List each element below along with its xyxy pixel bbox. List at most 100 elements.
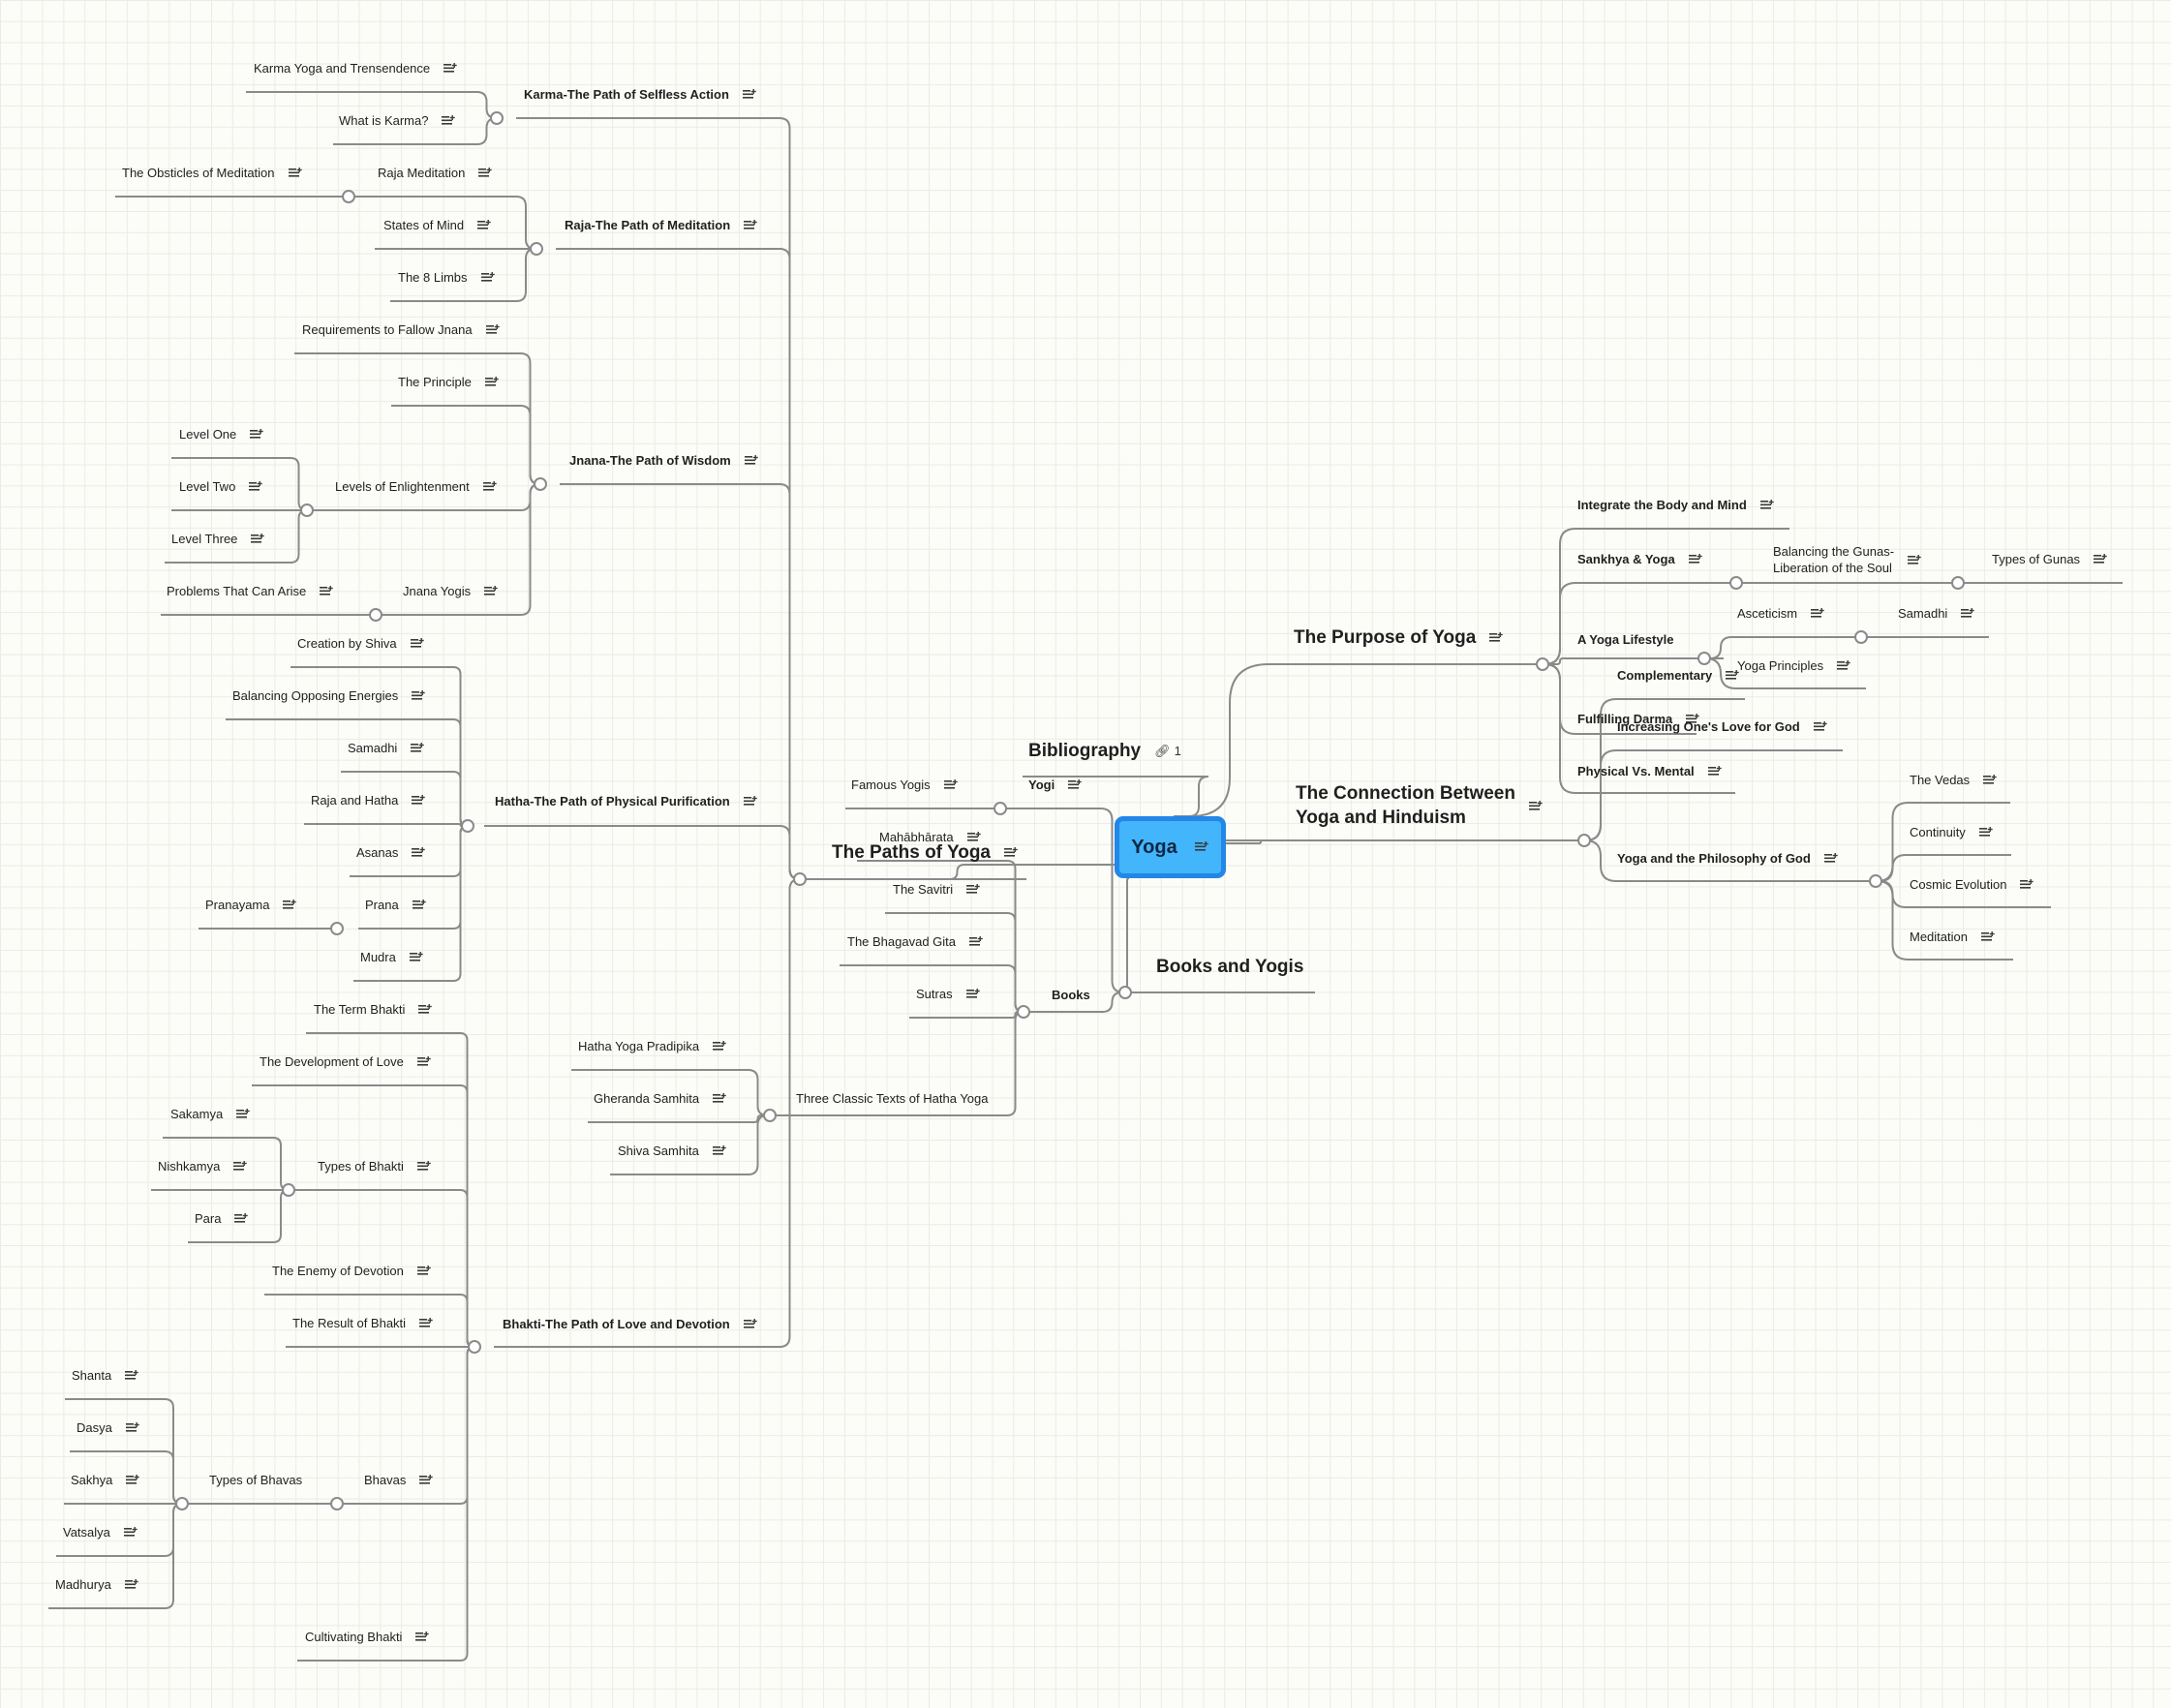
topic-physical-vs-mental[interactable]: Physical Vs. Mental — [1577, 765, 1723, 778]
topic-yoga-lifestyle[interactable]: A Yoga Lifestyle — [1577, 633, 1673, 646]
topic-famous-yogis[interactable]: Famous Yogis — [851, 778, 959, 791]
topic-result-of-bhakti[interactable]: The Result of Bhakti — [292, 1317, 434, 1329]
topic-samadhi-right[interactable]: Samadhi — [1898, 607, 1975, 620]
topic-vatsalya[interactable]: Vatsalya — [63, 1526, 138, 1539]
note-icon[interactable] — [1823, 852, 1839, 865]
topic-creation-by-shiva[interactable]: Creation by Shiva — [297, 637, 425, 650]
note-icon[interactable] — [288, 167, 303, 179]
topic-obsticles-of-meditation[interactable]: The Obsticles of Meditation — [122, 167, 303, 179]
topic-types-of-gunas[interactable]: Types of Gunas — [1992, 553, 2108, 565]
topic-nishkamya[interactable]: Nishkamya — [158, 1160, 248, 1173]
note-icon[interactable] — [1978, 826, 1994, 839]
topic-increasing-love-for-god[interactable]: Increasing One's Love for God — [1617, 720, 1828, 733]
knob-three-texts[interactable] — [763, 1109, 777, 1122]
collapse-knobs[interactable] — [175, 111, 1965, 1510]
topic-the-savitri[interactable]: The Savitri — [893, 883, 981, 896]
note-icon[interactable] — [484, 585, 499, 597]
topic-level-one[interactable]: Level One — [179, 428, 264, 441]
note-icon[interactable] — [966, 831, 982, 843]
note-icon[interactable] — [1837, 659, 1851, 672]
note-icon[interactable] — [744, 454, 759, 467]
topic-cultivating-bhakti[interactable]: Cultivating Bhakti — [305, 1631, 430, 1643]
knob-bhakti[interactable] — [468, 1340, 481, 1354]
topic-yogi[interactable]: Yogi — [1028, 778, 1083, 791]
topic-sakhya[interactable]: Sakhya — [71, 1474, 140, 1486]
note-icon[interactable] — [1961, 607, 1975, 620]
topic-madhurya[interactable]: Madhurya — [55, 1578, 139, 1591]
topic-three-classic-texts[interactable]: Three Classic Texts of Hatha Yoga — [796, 1092, 989, 1105]
topic-the-principle[interactable]: The Principle — [398, 376, 500, 388]
link-badge[interactable]: 🔗︎1 — [1154, 745, 1181, 757]
knob-types-bhakti[interactable] — [282, 1183, 295, 1197]
note-icon[interactable] — [126, 1474, 140, 1486]
note-icon[interactable] — [969, 935, 984, 948]
note-icon[interactable] — [1688, 553, 1703, 565]
knob-bhavas[interactable] — [330, 1497, 344, 1510]
topic-term-bhakti[interactable]: The Term Bhakti — [314, 1003, 433, 1016]
topic-mahabharata[interactable]: Mahābhārata — [879, 831, 982, 843]
note-icon[interactable] — [478, 167, 493, 179]
topic-sakamya[interactable]: Sakamya — [170, 1108, 251, 1120]
note-icon[interactable] — [416, 1055, 432, 1068]
note-icon[interactable] — [712, 1144, 727, 1157]
topic-samadhi-hatha[interactable]: Samadhi — [348, 742, 425, 754]
topic-hatha-path[interactable]: Hatha-The Path of Physical Purification — [495, 795, 758, 808]
topic-jnana-requirements[interactable]: Requirements to Fallow Jnana — [302, 323, 501, 336]
knob-sankhya[interactable] — [1729, 576, 1743, 590]
note-icon[interactable] — [249, 480, 263, 493]
knob-jnana[interactable] — [534, 477, 547, 491]
topic-jnana-yogis[interactable]: Jnana Yogis — [403, 585, 499, 597]
note-icon[interactable] — [482, 480, 498, 493]
note-icon[interactable] — [412, 846, 426, 859]
topic-bhagavad-gita[interactable]: The Bhagavad Gita — [847, 935, 984, 948]
note-icon[interactable] — [411, 742, 425, 754]
note-icon[interactable] — [124, 1578, 139, 1591]
note-icon[interactable] — [1726, 669, 1740, 682]
topic-prana[interactable]: Prana — [365, 899, 427, 911]
topic-balancing-energies[interactable]: Balancing Opposing Energies — [232, 689, 426, 702]
note-icon[interactable] — [233, 1160, 248, 1173]
note-icon[interactable] — [2094, 553, 2108, 565]
knob-hatha[interactable] — [461, 819, 474, 833]
topic-fulfilling-darma[interactable]: Fulfilling Darma — [1577, 713, 1700, 725]
note-icon[interactable] — [412, 794, 426, 807]
note-icon[interactable] — [412, 689, 426, 702]
topic-mudra[interactable]: Mudra — [360, 951, 424, 963]
note-icon[interactable] — [1980, 930, 1996, 943]
note-icon[interactable] — [480, 271, 496, 284]
note-icon[interactable] — [713, 1040, 727, 1052]
knob-levels[interactable] — [300, 503, 314, 517]
note-icon[interactable] — [415, 1631, 430, 1643]
topic-dasya[interactable]: Dasya — [76, 1421, 140, 1434]
topic-asanas[interactable]: Asanas — [356, 846, 426, 859]
knob-types-bhavas[interactable] — [175, 1497, 189, 1510]
topic-levels-of-enlightenment[interactable]: Levels of Enlightenment — [335, 480, 498, 493]
knob-connection[interactable] — [1577, 834, 1591, 847]
topic-karma-path[interactable]: Karma-The Path of Selfless Action — [524, 88, 757, 101]
topic-books[interactable]: Books — [1052, 989, 1090, 1001]
topic-pranayama[interactable]: Pranayama — [205, 899, 297, 911]
note-icon[interactable] — [484, 376, 500, 388]
note-icon[interactable] — [123, 1526, 138, 1539]
knob-karma[interactable] — [490, 111, 504, 125]
knob-philosophy[interactable] — [1869, 874, 1882, 888]
topic-raja-and-hatha[interactable]: Raja and Hatha — [311, 794, 426, 807]
topic-raja-path[interactable]: Raja-The Path of Meditation — [565, 219, 758, 231]
note-icon[interactable] — [250, 428, 264, 441]
topic-hatha-yoga-pradipika[interactable]: Hatha Yoga Pradipika — [578, 1040, 727, 1052]
topic-asceticism[interactable]: Asceticism — [1737, 607, 1825, 620]
note-icon[interactable] — [416, 1160, 432, 1173]
note-icon[interactable] — [1686, 713, 1700, 725]
note-icon[interactable] — [409, 951, 424, 963]
topic-development-of-love[interactable]: The Development of Love — [260, 1055, 432, 1068]
topic-balancing-gunas[interactable]: Balancing the Gunas- Liberation of the S… — [1773, 544, 1922, 577]
note-icon[interactable] — [1068, 778, 1083, 791]
topic-meditation-right[interactable]: Meditation — [1910, 930, 1996, 943]
knob-raja[interactable] — [530, 242, 543, 256]
topic-raja-meditation[interactable]: Raja Meditation — [378, 167, 493, 179]
knob-raja-meditation[interactable] — [342, 190, 355, 203]
central-topic[interactable]: Yoga — [1115, 816, 1226, 878]
topic-sankhya-yoga[interactable]: Sankhya & Yoga — [1577, 553, 1703, 565]
knob-lifestyle[interactable] — [1697, 652, 1711, 665]
note-icon[interactable] — [1813, 720, 1828, 733]
